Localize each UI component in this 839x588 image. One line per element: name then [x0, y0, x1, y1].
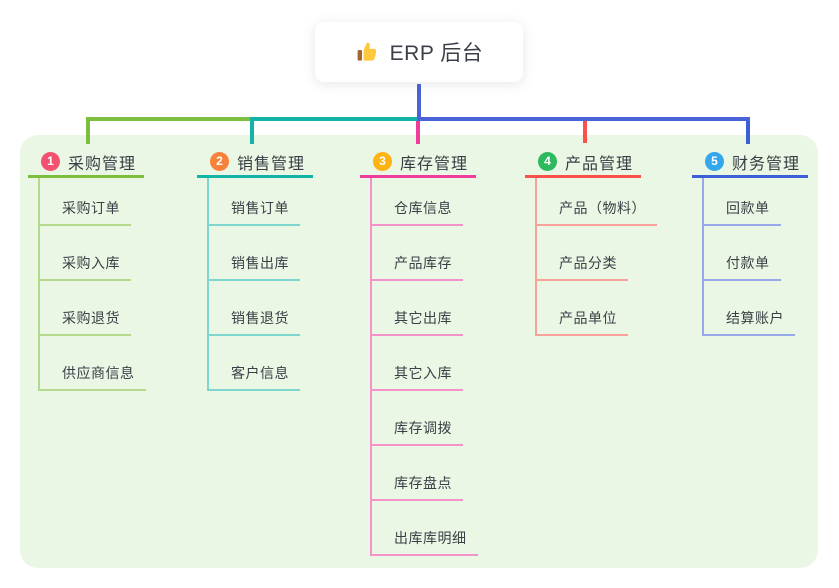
branch-title-purchase[interactable]: 1 采购管理 — [28, 148, 144, 178]
branch-items: 产品（物料） 产品分类 产品单位 — [535, 178, 657, 336]
branch-title-label: 产品管理 — [565, 155, 634, 173]
connector-branch2-vertical — [250, 117, 254, 144]
branch-items: 采购订单 采购入库 采购退货 供应商信息 — [38, 178, 146, 391]
branch-items: 仓库信息 产品库存 其它出库 其它入库 库存调拨 库存盘点 出库库明细 — [370, 178, 478, 556]
node-product-material[interactable]: 产品（物料） — [537, 178, 657, 226]
node-sales-return[interactable]: 销售退货 — [209, 281, 300, 336]
branch-title-label: 采购管理 — [68, 155, 137, 173]
node-payment-bill[interactable]: 付款单 — [704, 226, 781, 281]
branch-items: 回款单 付款单 结算账户 — [702, 178, 795, 336]
root-node-erp-backend[interactable]: ERP 后台 — [315, 22, 523, 82]
connector-root-vertical — [417, 84, 421, 119]
branch-title-label: 库存管理 — [400, 155, 469, 173]
connector-branch5-horizontal — [417, 117, 750, 121]
branch-inventory-management: 3 库存管理 仓库信息 产品库存 其它出库 其它入库 库存调拨 库存盘点 出库库… — [360, 148, 520, 556]
node-customer-info[interactable]: 客户信息 — [209, 336, 300, 391]
connector-branch4-vertical — [583, 120, 587, 143]
node-purchase-return[interactable]: 采购退货 — [40, 281, 131, 336]
connector-branch3-vertical — [416, 120, 420, 144]
node-outbound-detail[interactable]: 出库库明细 — [372, 501, 478, 556]
branch-number-badge: 1 — [41, 152, 60, 171]
branch-title-finance[interactable]: 5 财务管理 — [692, 148, 808, 178]
node-receipt-bill[interactable]: 回款单 — [704, 178, 781, 226]
root-node-title: ERP 后台 — [389, 42, 484, 65]
thumbs-up-icon — [355, 40, 379, 64]
node-product-unit[interactable]: 产品单位 — [537, 281, 628, 336]
node-sales-outbound[interactable]: 销售出库 — [209, 226, 300, 281]
branch-title-label: 销售管理 — [237, 155, 306, 173]
node-stock-transfer[interactable]: 库存调拨 — [372, 391, 463, 446]
branch-number-badge: 3 — [373, 152, 392, 171]
node-warehouse-info[interactable]: 仓库信息 — [372, 178, 463, 226]
connector-branch1-vertical — [86, 117, 90, 144]
mindmap-panel — [20, 135, 818, 568]
branch-title-product[interactable]: 4 产品管理 — [525, 148, 641, 178]
connector-branch2-horizontal — [250, 117, 419, 121]
node-other-inbound[interactable]: 其它入库 — [372, 336, 463, 391]
node-supplier-info[interactable]: 供应商信息 — [40, 336, 146, 391]
branch-number-badge: 4 — [538, 152, 557, 171]
branch-title-sales[interactable]: 2 销售管理 — [197, 148, 313, 178]
branch-items: 销售订单 销售出库 销售退货 客户信息 — [207, 178, 300, 391]
branch-product-management: 4 产品管理 产品（物料） 产品分类 产品单位 — [525, 148, 685, 336]
node-stock-taking[interactable]: 库存盘点 — [372, 446, 463, 501]
branch-title-label: 财务管理 — [732, 155, 801, 173]
branch-title-inventory[interactable]: 3 库存管理 — [360, 148, 476, 178]
connector-branch5-vertical — [746, 117, 750, 144]
connector-branch1-horizontal — [86, 117, 254, 121]
branch-finance-management: 5 财务管理 回款单 付款单 结算账户 — [692, 148, 839, 336]
node-sales-order[interactable]: 销售订单 — [209, 178, 300, 226]
node-purchase-order[interactable]: 采购订单 — [40, 178, 131, 226]
node-purchase-inbound[interactable]: 采购入库 — [40, 226, 131, 281]
node-product-category[interactable]: 产品分类 — [537, 226, 628, 281]
branch-sales-management: 2 销售管理 销售订单 销售出库 销售退货 客户信息 — [197, 148, 357, 391]
branch-number-badge: 2 — [210, 152, 229, 171]
node-product-stock[interactable]: 产品库存 — [372, 226, 463, 281]
branch-purchase-management: 1 采购管理 采购订单 采购入库 采购退货 供应商信息 — [28, 148, 188, 391]
node-other-outbound[interactable]: 其它出库 — [372, 281, 463, 336]
branch-number-badge: 5 — [705, 152, 724, 171]
node-settlement-account[interactable]: 结算账户 — [704, 281, 795, 336]
